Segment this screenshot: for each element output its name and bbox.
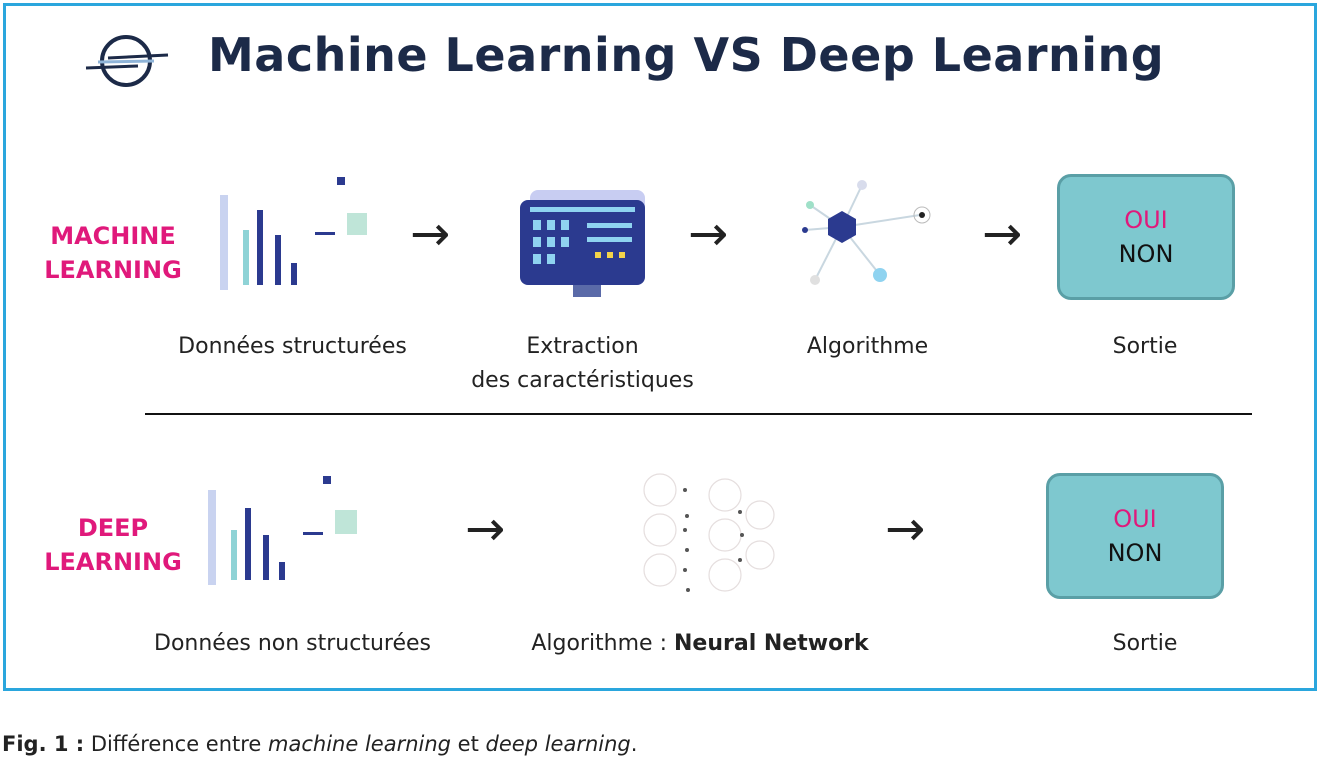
caption-text: Différence entre: [84, 732, 269, 756]
neural-network-icon: [643, 473, 775, 592]
output-yes: OUI: [1113, 505, 1157, 533]
caption-fig: Fig. 1 :: [2, 732, 85, 756]
caption-em: machine learning: [268, 732, 451, 756]
structured-data-chart-icon: [220, 177, 367, 290]
output-box-dl: OUI NON: [1046, 473, 1224, 599]
caption-text: et: [451, 732, 486, 756]
arrow-icon: →: [465, 501, 506, 557]
page-title: Machine Learning VS Deep Learning: [208, 28, 1165, 82]
arrow-icon: →: [982, 206, 1023, 262]
deep-learning-label: DEEP LEARNING: [38, 511, 188, 579]
algorithm-network-icon: [802, 180, 931, 285]
step-label-unstructured-data: Données non structurées: [154, 631, 431, 656]
arrow-icon: →: [885, 501, 926, 557]
label-line: LEARNING: [44, 256, 182, 284]
label-line: DEEP: [77, 514, 149, 542]
arrow-icon: →: [410, 206, 451, 262]
arrow-icon: →: [688, 206, 729, 262]
unstructured-data-chart-icon: [208, 476, 357, 585]
label-line: MACHINE: [50, 222, 176, 250]
step-label-output: Sortie: [1112, 631, 1178, 656]
machine-learning-label: MACHINE LEARNING: [38, 219, 188, 287]
output-no: NON: [1107, 539, 1163, 567]
output-no: NON: [1118, 240, 1174, 268]
output-yes: OUI: [1124, 206, 1168, 234]
caption-em: deep learning: [485, 732, 631, 756]
step-label-neural-network: Algorithme : Neural Network: [490, 627, 910, 661]
label-line: LEARNING: [44, 548, 182, 576]
step-label-structured-data: Données structurées: [178, 334, 407, 359]
step-label-extraction: Extraction des caractéristiques: [445, 330, 720, 398]
label-line: Extraction: [526, 334, 639, 359]
logo-icon: [85, 35, 169, 87]
diagram-frame: [3, 3, 1317, 691]
label-emphasis: Neural Network: [674, 631, 869, 656]
step-label-output: Sortie: [1112, 334, 1178, 359]
label-text: Algorithme :: [531, 631, 674, 656]
figure-caption: Fig. 1 : Différence entre machine learni…: [2, 732, 637, 756]
caption-text: .: [630, 732, 638, 756]
divider: [145, 413, 1252, 415]
feature-extraction-icon: [520, 190, 645, 297]
label-line: des caractéristiques: [471, 368, 694, 393]
output-box-ml: OUI NON: [1057, 174, 1235, 300]
step-label-algorithm: Algorithme: [806, 334, 929, 359]
